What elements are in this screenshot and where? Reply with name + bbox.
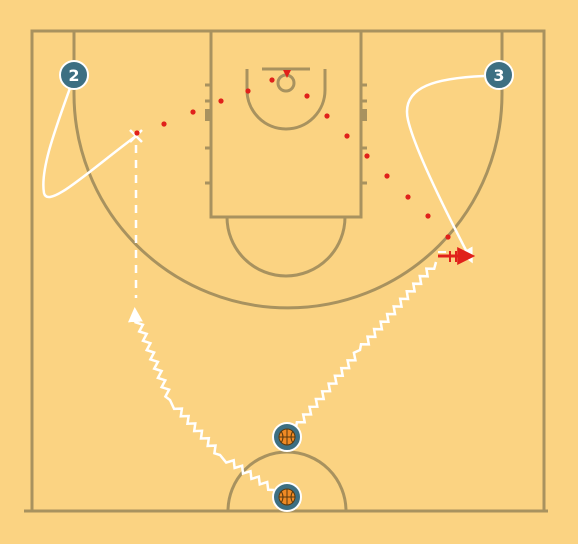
pass-dot xyxy=(245,88,251,94)
free-throw-circle xyxy=(225,216,347,278)
screen-mark xyxy=(129,129,143,143)
pass-dot xyxy=(324,113,330,119)
dribble-path-right xyxy=(294,261,438,429)
shot-arrow-icon xyxy=(283,70,291,78)
pass-dot xyxy=(445,234,451,240)
player-2-label: 2 xyxy=(68,66,79,85)
pass-dot xyxy=(218,98,224,104)
dribble-path-left xyxy=(127,307,275,492)
pass-dot xyxy=(364,153,370,159)
player-3-label: 3 xyxy=(493,66,504,85)
basketball-icon xyxy=(278,488,296,506)
rim xyxy=(276,73,296,93)
pass-path-dotted xyxy=(134,77,451,240)
pass-dot xyxy=(190,109,196,115)
pass-dot xyxy=(269,77,275,83)
paint-lane xyxy=(209,29,363,219)
center-circle-arc xyxy=(226,450,348,512)
pass-dot xyxy=(344,133,350,139)
three-point-line xyxy=(72,31,504,310)
player-3-marker[interactable]: 3 xyxy=(484,60,514,90)
handoff-marker xyxy=(438,247,476,265)
court-lines xyxy=(24,29,548,513)
ball-handler-bottom[interactable] xyxy=(272,482,302,512)
ball-handler-top[interactable] xyxy=(272,422,302,452)
lane-block xyxy=(205,109,211,121)
pass-dot xyxy=(161,121,167,127)
pass-dot xyxy=(384,173,390,179)
lane-block xyxy=(361,109,367,121)
basketball-icon xyxy=(278,428,296,446)
pass-dot xyxy=(425,213,431,219)
pass-dot xyxy=(134,130,140,136)
restricted-area-arc xyxy=(245,69,327,131)
player-3-cut-path xyxy=(405,74,485,264)
player-2-marker[interactable]: 2 xyxy=(59,60,89,90)
pass-dot xyxy=(304,93,310,99)
player-2-cut-path xyxy=(42,87,137,199)
pass-dot xyxy=(405,194,411,200)
